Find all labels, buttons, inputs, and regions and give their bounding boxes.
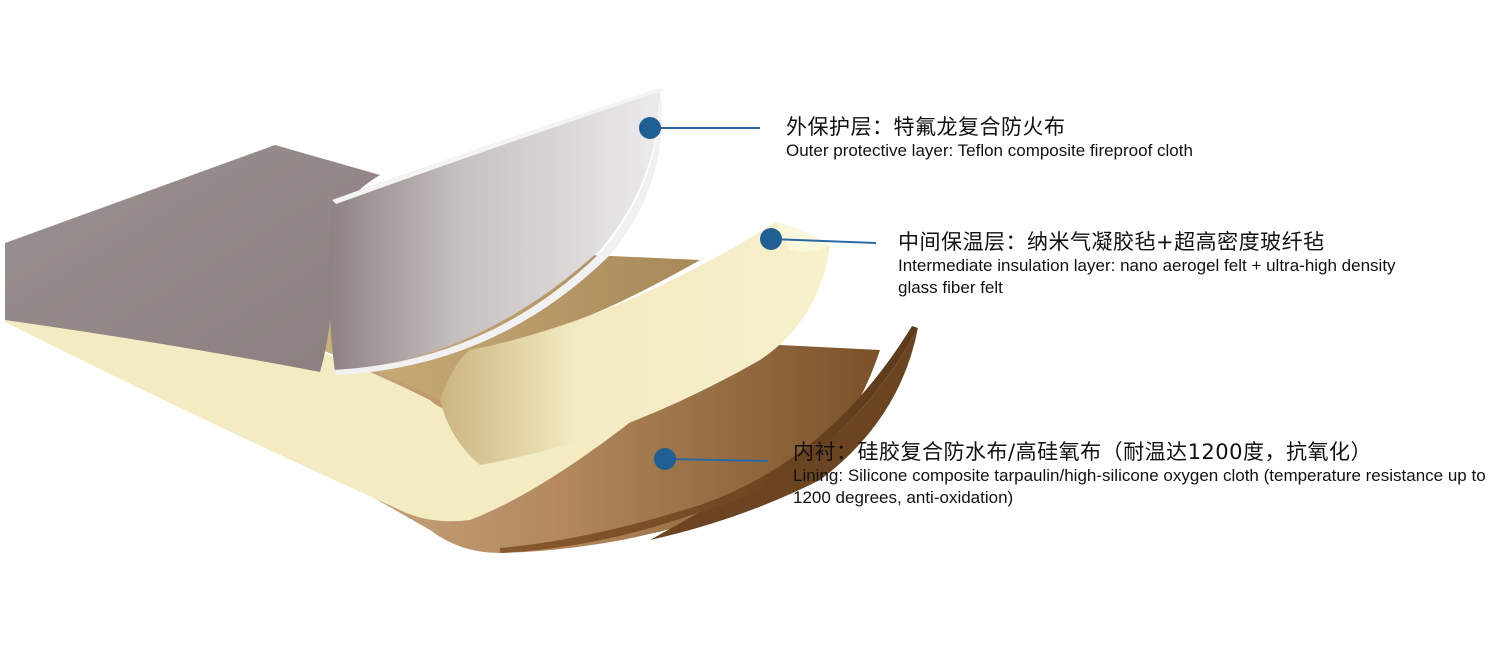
middle-leader-line (770, 238, 877, 244)
outer-layer-label: 外保护层：特氟龙复合防火布 Outer protective layer: Te… (786, 114, 1406, 162)
middle-layer-callout (760, 228, 877, 250)
lining-leader-line (664, 458, 769, 462)
middle-layer-title: 中间保温层：纳米气凝胶毡+超高密度玻纤毡 (898, 230, 1325, 254)
lining-layer-title: 内衬：硅胶复合防水布/高硅氧布（耐温达1200度，抗氧化） (793, 440, 1373, 464)
middle-marker-dot (760, 228, 782, 250)
outer-layer-description: Outer protective layer: Teflon composite… (786, 141, 1193, 160)
lining-marker-dot (654, 448, 676, 470)
lining-layer-description: Lining: Silicone composite tarpaulin/hig… (793, 466, 1486, 507)
lining-layer-callout (654, 448, 769, 470)
middle-layer-label: 中间保温层：纳米气凝胶毡+超高密度玻纤毡 Intermediate insula… (898, 229, 1418, 299)
outer-layer-callout (639, 117, 760, 139)
middle-layer-description: Intermediate insulation layer: nano aero… (898, 256, 1396, 297)
outer-layer (5, 88, 665, 375)
lining-layer-label: 内衬：硅胶复合防水布/高硅氧布（耐温达1200度，抗氧化） Lining: Si… (793, 439, 1499, 509)
outer-marker-dot (639, 117, 661, 139)
outer-layer-title: 外保护层：特氟龙复合防火布 (786, 115, 1066, 139)
